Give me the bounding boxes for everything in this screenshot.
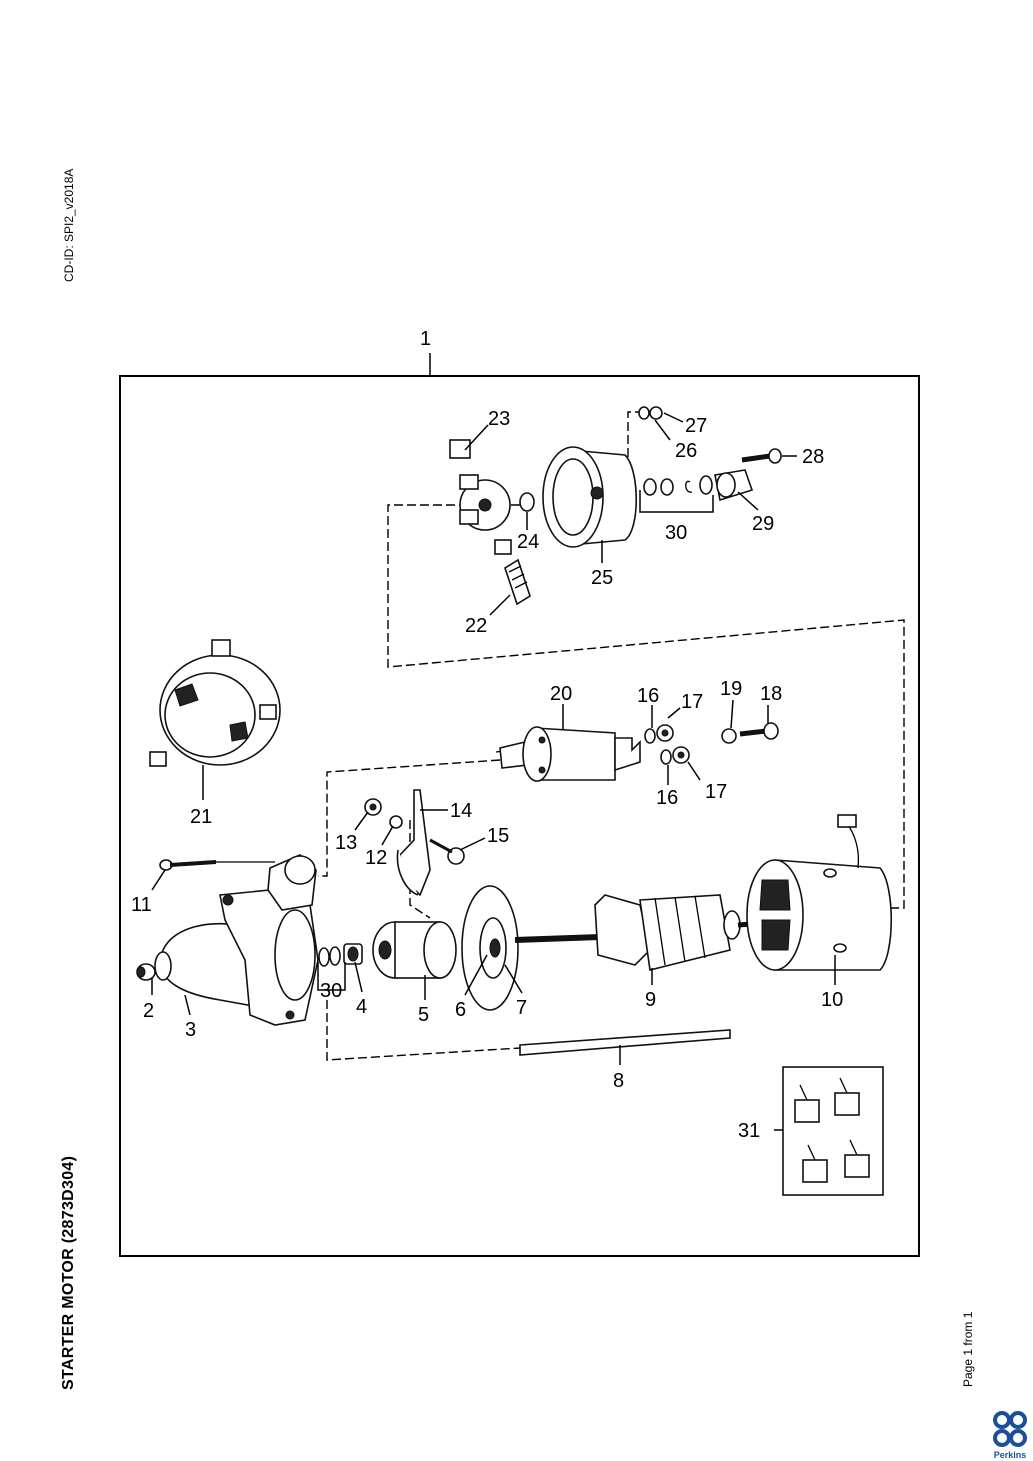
callout-15: 15: [487, 825, 509, 847]
part-9-armature: [514, 894, 753, 971]
part-25-commutator-end-bracket: [542, 446, 638, 548]
part-12-washer: [389, 815, 403, 829]
part-30-rings-upper: [643, 475, 713, 496]
callout-16-upper: 16: [637, 685, 659, 707]
callout-18: 18: [760, 683, 782, 705]
part-2-bush: [136, 963, 156, 981]
callout-25: 25: [591, 567, 613, 589]
callout-21: 21: [190, 806, 212, 828]
callout-6: 6: [455, 999, 466, 1021]
assembly-dashed-lines: [215, 411, 905, 1061]
callout-labels: 1 2 3 4 5 6 7 8 9 10 11 12 13 14 15 16 1…: [131, 328, 843, 1142]
perkins-logo: Perkins: [990, 1410, 1030, 1460]
part-7-intermediate-plate: [461, 885, 519, 1011]
part-17-nut-lower: [672, 746, 690, 764]
part-3-drive-end-housing: [154, 889, 319, 1026]
callout-30-upper: 30: [665, 522, 687, 544]
part-15-screw: [429, 838, 465, 865]
callout-28: 28: [802, 446, 824, 468]
part-13-nut: [364, 798, 382, 816]
part-23-brush-holder: [449, 439, 512, 555]
callout-17-upper: 17: [681, 691, 703, 713]
diagram-frame: [119, 375, 920, 1257]
part-3-solenoid-mount: [267, 854, 317, 911]
callout-10: 10: [821, 989, 843, 1011]
perkins-logo-text: Perkins: [993, 1450, 1027, 1460]
part-16-washer-lower: [660, 749, 672, 765]
part-4-bush: [343, 943, 363, 965]
part-10-yoke: [746, 814, 892, 971]
callout-5: 5: [418, 1004, 429, 1026]
callout-13: 13: [335, 832, 357, 854]
part-27-nut: [649, 406, 663, 420]
callout-17-lower: 17: [705, 781, 727, 803]
callout-24: 24: [517, 531, 539, 553]
part-16-washer-upper: [644, 728, 656, 744]
callout-3: 3: [185, 1019, 196, 1041]
callout-20: 20: [550, 683, 572, 705]
callout-30-lower: 30: [320, 980, 342, 1002]
part-24-insulator: [519, 492, 535, 512]
callout-2: 2: [143, 1000, 154, 1022]
callout-12: 12: [365, 847, 387, 869]
part-22-spring: [504, 558, 531, 606]
callout-23: 23: [488, 408, 510, 430]
part-28-screw: [741, 448, 782, 464]
callout-31: 31: [738, 1120, 760, 1142]
part-19-washer: [721, 728, 737, 744]
callout-4: 4: [356, 996, 367, 1018]
callout-29: 29: [752, 513, 774, 535]
part-30-rings-lower: [318, 946, 341, 967]
callout-22: 22: [465, 615, 487, 637]
part-31-brush-kit: [782, 1066, 884, 1196]
callout-11: 11: [131, 894, 152, 916]
part-20-solenoid: [495, 726, 641, 782]
leader-lines: [151, 412, 836, 1131]
callout-8: 8: [613, 1070, 624, 1092]
part-29-end-cap: [714, 469, 754, 502]
part-11-screw: [159, 859, 217, 871]
callout-27: 27: [685, 415, 707, 437]
callout-9: 9: [645, 989, 656, 1011]
part-21-brush-gear: [149, 639, 281, 767]
part-5-drive-pinion: [372, 921, 457, 979]
part-14-lever: [396, 789, 431, 897]
callout-16-lower: 16: [656, 787, 678, 809]
callout-26: 26: [675, 440, 697, 462]
part-8-through-bolt: [519, 1029, 731, 1056]
callout-14: 14: [450, 800, 472, 822]
part-17-nut-upper: [656, 724, 674, 742]
part-26-washer: [638, 406, 650, 420]
callout-7: 7: [516, 997, 527, 1019]
callout-1: 1: [420, 328, 431, 350]
callout-19: 19: [720, 678, 742, 700]
part-18-screw: [739, 722, 779, 740]
